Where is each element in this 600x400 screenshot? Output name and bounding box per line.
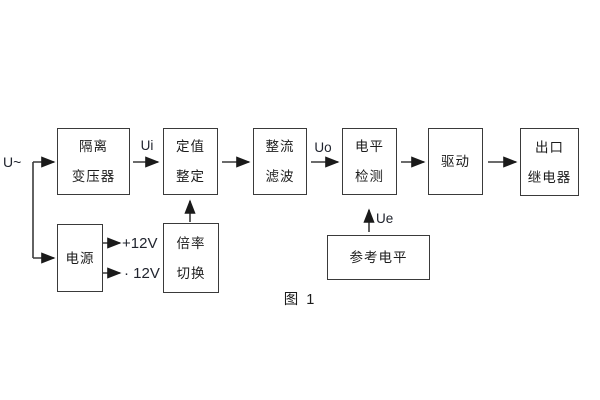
block-label-line: 电平: [355, 139, 384, 154]
block-label-line: 滤波: [265, 169, 295, 184]
block-label-line: 电源: [65, 250, 95, 266]
label-ue: Ue: [376, 211, 394, 226]
block-label-line: 变压器: [71, 169, 116, 184]
block-label-line: 切换: [176, 265, 206, 281]
block-setpoint-setting: 定值 整定: [163, 128, 218, 195]
block-label-line: 出口: [535, 139, 564, 155]
block-label-line: 检测: [355, 169, 384, 184]
block-reference-level: 参考电平: [327, 235, 430, 280]
block-power-supply: 电源: [57, 224, 103, 292]
block-label-line: 整流: [265, 139, 295, 154]
figure-caption: 图 1: [283, 292, 317, 308]
block-rectifier-filter: 整流 滤波: [253, 128, 307, 195]
block-output-relay: 出口 继电器: [520, 128, 579, 196]
label-minus-12v: · 12V: [124, 265, 160, 282]
block-label-line: 隔离: [79, 139, 108, 154]
block-label-line: 继电器: [527, 169, 572, 185]
block-label-line: 参考电平: [349, 250, 408, 265]
block-driver: 驱动: [428, 128, 483, 195]
label-uo: Uo: [314, 140, 332, 155]
block-isolation-transformer: 隔离 变压器: [57, 128, 130, 195]
label-ui: Ui: [140, 138, 154, 153]
block-label-line: 定值: [176, 139, 205, 154]
label-plus-12v: +12V: [122, 235, 158, 252]
block-level-detection: 电平 检测: [342, 128, 397, 195]
block-label-line: 整定: [176, 169, 205, 184]
block-ratio-switch: 倍率 切换: [163, 223, 219, 293]
label-input-u: U~: [3, 154, 22, 170]
block-label-line: 倍率: [176, 235, 206, 251]
block-label-line: 驱动: [441, 154, 470, 169]
